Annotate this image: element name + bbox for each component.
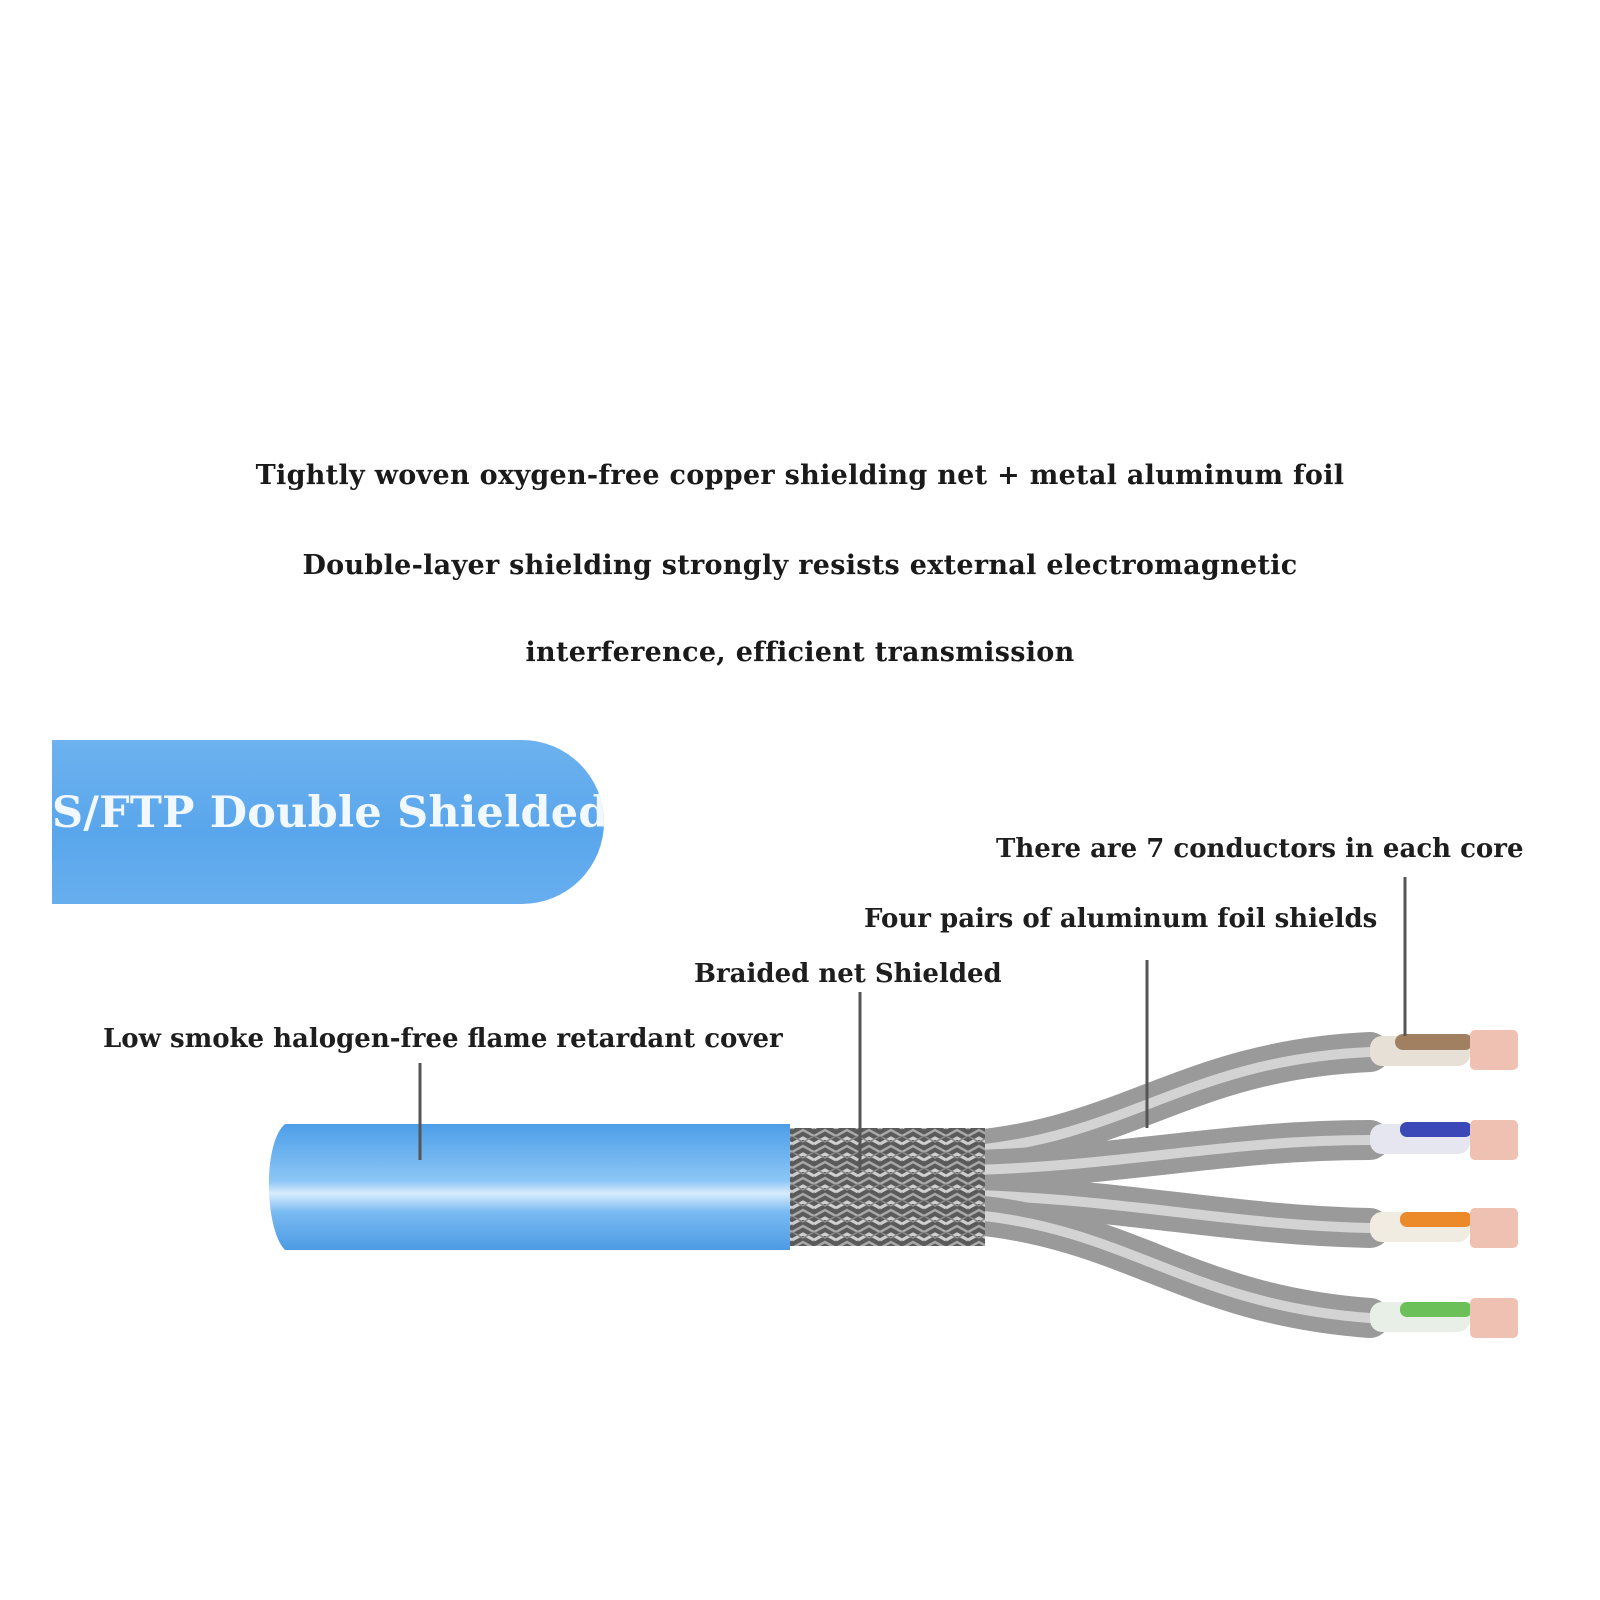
headline-line-2: Double-layer shielding strongly resists …	[302, 550, 1298, 581]
callout-foil-shields: Four pairs of aluminum foil shields	[864, 904, 1378, 934]
sftp-banner: S/FTP Double Shielded	[52, 740, 604, 904]
braided-shield	[785, 1128, 985, 1246]
callout-braided-shield: Braided net Shielded	[694, 959, 1002, 989]
headline-line-1: Tightly woven oxygen-free copper shieldi…	[255, 460, 1345, 491]
pair-green	[1370, 1298, 1518, 1338]
callout-conductors: There are 7 conductors in each core	[996, 834, 1524, 864]
headline-line-3: interference, efficient transmission	[525, 637, 1075, 668]
leader-lines	[418, 877, 1407, 1170]
banner-title: S/FTP Double Shielded	[52, 788, 604, 838]
pair-orange	[1370, 1208, 1518, 1248]
outer-jacket	[268, 1124, 790, 1250]
pair-blue	[1370, 1120, 1518, 1160]
callout-outer-cover: Low smoke halogen-free flame retardant c…	[103, 1024, 783, 1054]
pair-brown	[1370, 1030, 1518, 1070]
foil-shielded-pairs	[955, 1032, 1390, 1338]
